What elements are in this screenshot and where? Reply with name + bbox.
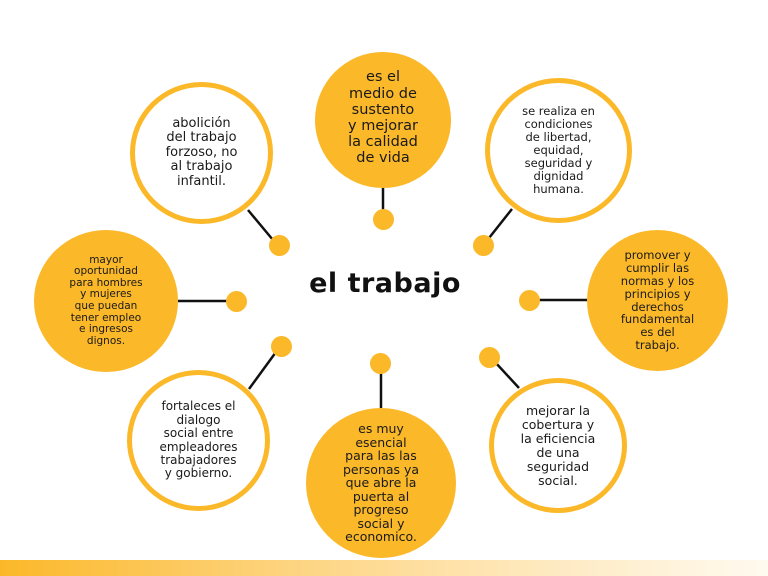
connector-dot-top-right <box>473 235 494 256</box>
node-bottom-left-text: fortaleces el dialogo social entre emple… <box>159 399 238 481</box>
connector-dot-left <box>226 291 247 312</box>
connector-dot-top <box>373 209 394 230</box>
connector-dot-top-left <box>269 235 290 256</box>
node-bottom-text: es muy esencial para las las personas ya… <box>342 421 420 545</box>
node-bottom-right: mejorar la cobertura y la eficiencia de … <box>489 378 627 513</box>
node-bottom: es muy esencial para las las personas ya… <box>306 408 456 558</box>
node-bottom-left: fortaleces el dialogo social entre emple… <box>127 370 270 511</box>
connector-bottom-right <box>494 361 520 389</box>
connector-bottom-left <box>247 351 278 390</box>
node-left: mayor oportunidad para hombres y mujeres… <box>34 230 178 372</box>
connector-dot-bottom <box>370 353 391 374</box>
node-top-left-text: abolición del trabajo forzoso, no al tra… <box>165 115 238 189</box>
connector-top-left <box>247 209 274 241</box>
node-left-text: mayor oportunidad para hombres y mujeres… <box>69 253 143 347</box>
node-top-right-text: se realiza en condiciones de libertad, e… <box>522 104 595 196</box>
central-topic: el trabajo <box>309 268 461 299</box>
bottom-gradient-bar <box>0 560 768 576</box>
node-top: es el medio de sustento y mejorar la cal… <box>315 52 451 188</box>
node-right: promover y cumplir las normas y los prin… <box>587 230 728 371</box>
connector-dot-right <box>519 290 540 311</box>
connector-dot-bottom-left <box>271 336 292 357</box>
node-top-right: se realiza en condiciones de libertad, e… <box>485 78 632 223</box>
node-top-text: es el medio de sustento y mejorar la cal… <box>348 69 418 167</box>
connector-dot-bottom-right <box>479 347 500 368</box>
node-top-left: abolición del trabajo forzoso, no al tra… <box>130 82 273 224</box>
connector-top-right <box>488 208 513 239</box>
node-right-text: promover y cumplir las normas y los prin… <box>620 248 695 353</box>
node-bottom-right-text: mejorar la cobertura y la eficiencia de … <box>520 402 596 488</box>
